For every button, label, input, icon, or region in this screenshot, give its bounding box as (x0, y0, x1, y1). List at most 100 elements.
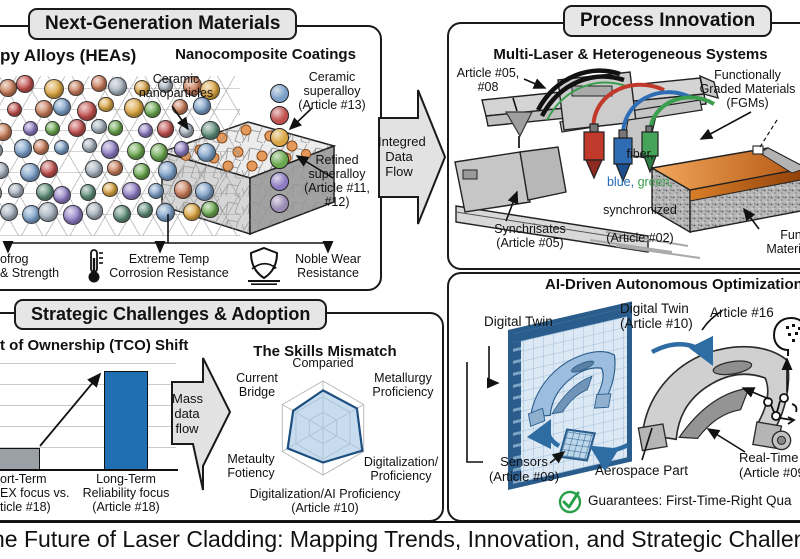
digital-twin-article-label: Digital Twin (Article #10) (620, 301, 693, 332)
hea-sphere (53, 140, 69, 156)
strategic-panel-title: Strategic Challenges & Adoption (14, 299, 328, 330)
hea-sphere (0, 79, 17, 97)
hea-sphere (193, 97, 211, 115)
hea-sphere (133, 163, 150, 180)
hea-sphere (43, 79, 64, 99)
thermometer-icon (88, 249, 103, 283)
hea-sphere (107, 120, 124, 136)
multi-laser-gantry-illustration (454, 68, 800, 259)
hea-sphere (100, 140, 120, 160)
hea-sphere (172, 99, 189, 116)
hea-sphere (158, 161, 178, 181)
hea-sphere (0, 142, 3, 158)
radar-axis-metaulty: Metaulty Fotiency (227, 452, 275, 480)
hea-legend-dot (270, 194, 289, 213)
hea-sphere (156, 120, 175, 138)
hea-sphere (107, 159, 123, 176)
process-panel-title: Process Innovation (563, 5, 773, 37)
hea-sphere (32, 139, 49, 156)
benefit-temp-label: Extreme Temp Corrosion Resistance (109, 252, 229, 280)
hea-sphere (156, 202, 176, 222)
hea-sphere (81, 138, 98, 154)
hea-sphere (201, 201, 219, 219)
tco-cat-short: ort-Term EX focus vs. ticle #18) (0, 472, 70, 514)
ai-heading: AI-Driven Autonomous Optimization (545, 276, 800, 293)
hea-sphere (196, 143, 216, 163)
hea-sphere (112, 205, 132, 224)
hea-sphere (0, 202, 18, 221)
func-material-label: Func Materia (766, 228, 800, 256)
hea-sphere (90, 75, 108, 92)
refined-superalloy-label: Refined superalloy (Article #11, #12) (304, 153, 370, 209)
radar-heading: The Skills Mismatch (253, 343, 397, 360)
hea-sphere (174, 141, 190, 157)
hea-sphere (0, 122, 12, 141)
radar-axis-digitalization: Digitalization/ Proficiency (363, 455, 439, 483)
hea-sphere (63, 204, 83, 225)
sensors-label: Sensors (Article #09) (488, 454, 560, 484)
hea-sphere (124, 98, 145, 119)
tco-bar-short-term (0, 448, 40, 470)
fgm-label: Functionally Graded Materials (FGMs) (699, 68, 796, 110)
tco-baseline (0, 469, 178, 471)
laser-color-line: blue, green, (606, 175, 674, 189)
hea-sphere (201, 121, 220, 140)
hea-sphere (182, 76, 202, 96)
hea-sphere (98, 96, 114, 113)
figure-caption: he Future of Laser Cladding: Mapping Tre… (0, 526, 800, 552)
hea-sphere (8, 182, 24, 198)
hea-sphere (144, 100, 162, 118)
hea-sphere (157, 78, 173, 94)
hea-sphere (195, 182, 214, 202)
tco-bar-long-term (104, 371, 148, 470)
mass-data-flow-label: Mass data flow (172, 391, 204, 436)
hea-sphere (107, 77, 127, 97)
hea-sphere (102, 181, 118, 198)
hea-sphere (85, 202, 104, 220)
hea-sphere (38, 201, 59, 222)
ceramic-nanoparticles-label: Ceramic nanoparticles (138, 72, 214, 100)
tco-gridline (0, 447, 176, 448)
ceramic-superalloy-label: Ceramic superalloy (Article #13) (298, 70, 366, 112)
hea-sphere (183, 202, 202, 221)
hea-sphere (68, 80, 84, 96)
radar-axis-comparied: Comparied (292, 356, 354, 370)
hea-alloy-illustration (0, 75, 240, 236)
hea-sphere (137, 202, 154, 218)
integrated-data-flow-arrow (378, 89, 447, 225)
tco-gridline (0, 405, 176, 406)
hea-sphere (84, 159, 104, 179)
check-icon (558, 490, 582, 514)
hea-sphere (34, 99, 53, 118)
laser-fiber-label: fiber, blue, green, synchronized (Articl… (585, 133, 695, 259)
process-heading: Multi-Laser & Heterogeneous Systems (493, 46, 768, 63)
digital-twin-label: Digital Twin (484, 314, 553, 329)
real-time-label: Real-Time (Article #09 (739, 450, 800, 480)
hea-sphere (134, 79, 151, 96)
hea-sphere (35, 182, 55, 201)
hea-sphere (52, 97, 71, 116)
hea-sphere (52, 185, 72, 205)
nano-heading: Nanocomposite Coatings (175, 46, 356, 63)
guarantee-label: Guarantees: First-Time-Right Qua (588, 493, 792, 508)
hea-legend-dot (270, 106, 289, 125)
synchrisates-label: Synchrisates (Article #05) (494, 222, 566, 250)
integrated-data-flow-label: Integred Data Flow (378, 134, 426, 179)
laser-fiber-line: fiber, (626, 147, 654, 161)
hea-sphere (126, 142, 146, 161)
hea-sphere (16, 75, 34, 93)
hea-sphere (147, 182, 164, 199)
hea-legend-dot (270, 84, 289, 103)
hea-heading: py Alloys (HEAs) (0, 46, 137, 65)
benefit-leapfrog-label: ofrog & Strength (0, 252, 60, 280)
hea-legend-dot (270, 172, 289, 191)
hea-sphere (91, 119, 107, 135)
radar-axis-current-bridge: Current Bridge (236, 371, 278, 399)
digital-twin-part-model (527, 350, 616, 427)
laser-sync-line: synchronized (603, 203, 677, 217)
article-16-label: Article #16 (710, 305, 774, 320)
hea-sphere (20, 162, 40, 183)
hea-sphere (76, 100, 97, 121)
hea-sphere (13, 139, 33, 158)
benefit-wear-label: Noble Wear Resistance (295, 252, 361, 280)
